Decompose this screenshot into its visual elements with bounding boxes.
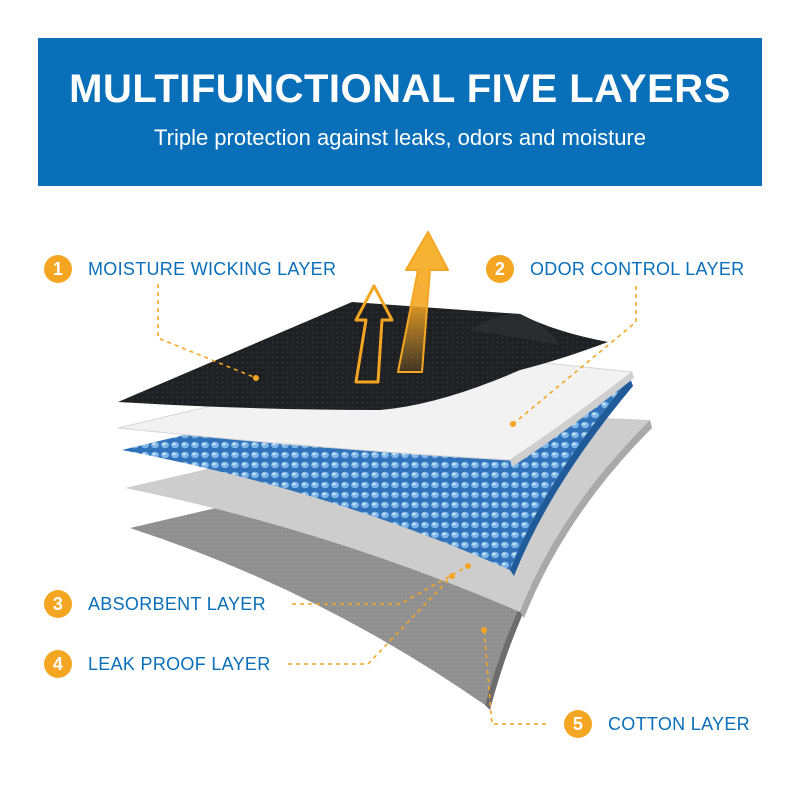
page-subtitle: Triple protection against leaks, odors a… (154, 125, 646, 150)
layer-label-text: ABSORBENT LAYER (88, 593, 266, 614)
leader-line-5 (483, 629, 546, 725)
leader-line-4 (288, 575, 453, 665)
layer-label-1: 1 MOISTURE WICKING LAYER (44, 255, 336, 283)
number-badge-3: 3 (44, 590, 72, 618)
moisture-arrows (354, 231, 449, 384)
leader-line-2 (512, 286, 637, 425)
layer-label-text: MOISTURE WICKING LAYER (88, 258, 337, 279)
number-badge-1: 1 (44, 255, 72, 283)
layer-label-text: ODOR CONTROL LAYER (530, 258, 745, 279)
number-badge-5: 5 (564, 710, 592, 738)
layer-label-2: 2 ODOR CONTROL LAYER (486, 255, 744, 283)
layer-moisture-wicking (118, 302, 608, 410)
leader-lines (157, 284, 637, 725)
page-title: MULTIFUNCTIONAL FIVE LAYERS (69, 67, 731, 111)
layer-label-3: 3 ABSORBENT LAYER (44, 590, 266, 618)
title-banner: MULTIFUNCTIONAL FIVE LAYERS Triple prote… (38, 38, 762, 186)
layer-label-text: LEAK PROOF LAYER (88, 653, 271, 674)
layer-label-text: COTTON LAYER (608, 713, 750, 734)
number-badge-4: 4 (44, 650, 72, 678)
number-badge-2: 2 (486, 255, 514, 283)
layer-label-4: 4 LEAK PROOF LAYER (44, 650, 271, 678)
layer-label-5: 5 COTTON LAYER (564, 710, 750, 738)
leader-line-1 (157, 284, 257, 379)
leader-dots (253, 375, 516, 633)
leader-line-3 (292, 565, 469, 605)
